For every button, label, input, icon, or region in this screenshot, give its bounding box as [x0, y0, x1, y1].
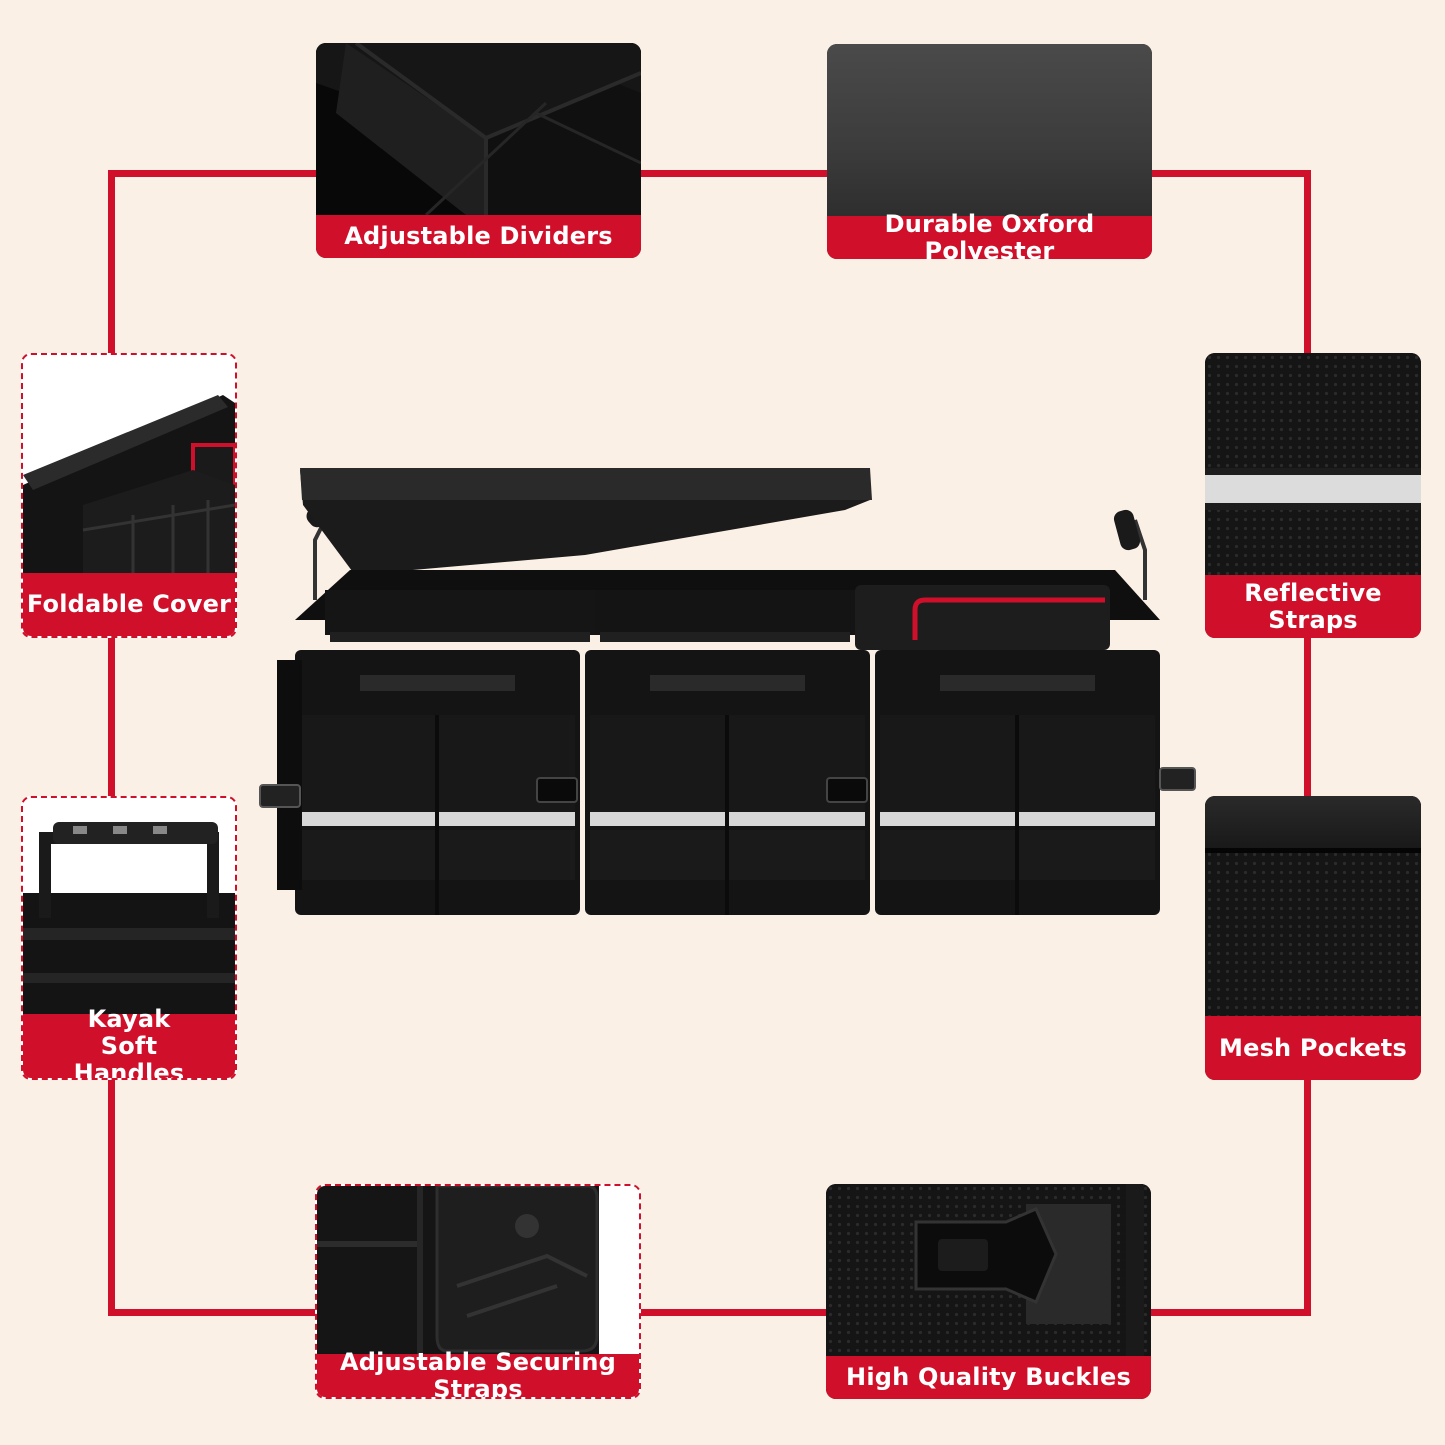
compartment-left [295, 650, 580, 915]
feature-label-durable-oxford: Durable Oxford Polyester [827, 210, 1152, 259]
mesh-pocket-image [1205, 796, 1421, 1016]
pocket-seam [1205, 848, 1421, 853]
feature-card-durable-oxford: Durable Oxford Polyester [827, 44, 1152, 259]
right-handle [1133, 519, 1147, 600]
buckle-right [1159, 767, 1196, 791]
kayak-handle-image [23, 798, 235, 1016]
trunk-organizer-product [255, 460, 1205, 925]
feature-label-securing-straps: Adjustable Securing Straps [317, 1348, 639, 1397]
feature-label-reflective-straps: Reflective Straps [1205, 575, 1421, 638]
dividers-image [316, 43, 641, 217]
securing-strap-image [317, 1186, 639, 1358]
frame-left-line [108, 170, 115, 1316]
feature-card-securing-straps: Adjustable Securing Straps [315, 1184, 641, 1399]
buckle-mid-2 [826, 777, 868, 803]
feature-card-reflective-straps: Reflective Straps [1205, 353, 1421, 638]
feature-card-adjustable-dividers: Adjustable Dividers [316, 43, 641, 258]
compartment-right [875, 650, 1160, 915]
pocket-edge [1205, 796, 1421, 851]
feature-label-kayak-handles: Kayak Soft Handles [23, 1005, 235, 1078]
reflective-strap-image [1205, 353, 1421, 575]
compartment-middle [585, 650, 870, 915]
buckle-image [826, 1184, 1151, 1356]
buckle-mid-1 [536, 777, 578, 803]
buckle-left [259, 784, 301, 808]
feature-card-buckles: High Quality Buckles [826, 1184, 1151, 1399]
frame-right-line [1304, 170, 1311, 1316]
reflective-band [1205, 475, 1421, 503]
feature-card-mesh-pockets: Mesh Pockets [1205, 796, 1421, 1080]
feature-label-buckles: High Quality Buckles [826, 1356, 1151, 1399]
frame-bottom-line [108, 1309, 1311, 1316]
frame-top-line [108, 170, 1311, 177]
oxford-fabric-image [827, 44, 1152, 216]
feature-label-mesh-pockets: Mesh Pockets [1205, 1016, 1421, 1080]
foldable-cover-image [23, 355, 235, 575]
right-handle-grip [1113, 509, 1141, 551]
feature-card-kayak-handles: Kayak Soft Handles [21, 796, 237, 1080]
feature-label-adjustable-dividers: Adjustable Dividers [316, 215, 641, 258]
feature-label-foldable-cover: Foldable Cover [23, 573, 235, 636]
feature-card-foldable-cover: Foldable Cover [21, 353, 237, 638]
